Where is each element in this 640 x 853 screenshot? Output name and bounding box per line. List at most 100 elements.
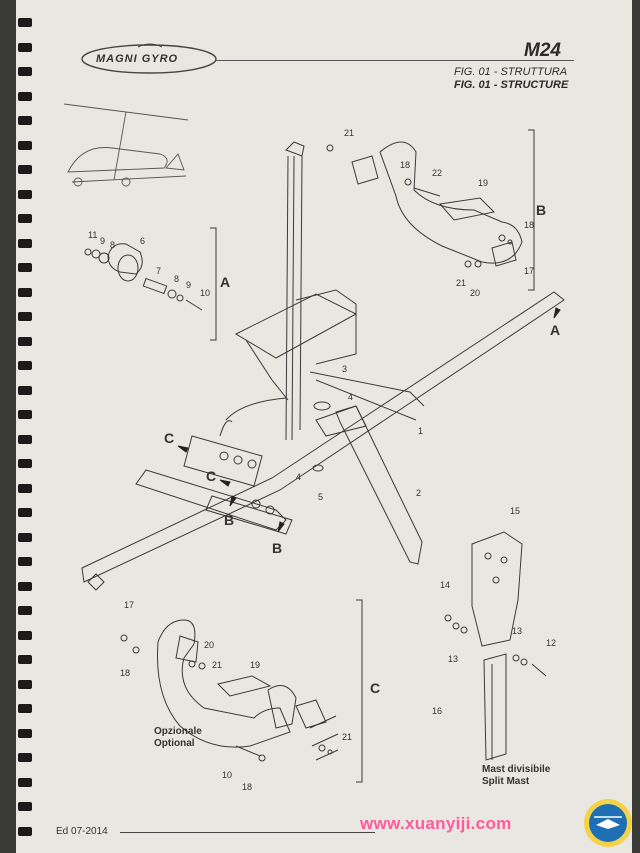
part-number: 9 bbox=[100, 236, 106, 246]
part-number: 18 bbox=[524, 220, 535, 230]
binder-rings bbox=[16, 0, 38, 853]
binder-ring bbox=[18, 165, 32, 174]
keel-beam bbox=[81, 291, 565, 591]
section-letter-a: A bbox=[220, 274, 231, 290]
part-number: 3 bbox=[342, 364, 348, 374]
part-number: 14 bbox=[440, 580, 451, 590]
part-number: 2 bbox=[416, 488, 422, 498]
binder-ring bbox=[18, 287, 32, 297]
binder-ring bbox=[18, 67, 32, 76]
binder-ring bbox=[18, 336, 32, 346]
footer-rule bbox=[120, 832, 375, 833]
split-mast-note-english: Split Mast bbox=[482, 776, 530, 787]
binder-ring bbox=[18, 826, 32, 836]
part-number: 18 bbox=[242, 782, 253, 792]
part-number: 10 bbox=[222, 770, 233, 780]
site-badge-icon bbox=[584, 799, 632, 847]
part-number: 21 bbox=[456, 278, 467, 288]
part-number: 21 bbox=[342, 732, 353, 742]
part-number: 17 bbox=[124, 600, 135, 610]
manual-page: MAGNI GYRO M24 FIG. 01 - STRUTTURA FIG. … bbox=[16, 0, 632, 853]
figure-title-italian: FIG. 01 - STRUTTURA bbox=[454, 66, 568, 78]
part-number: 5 bbox=[318, 492, 324, 502]
watermark-text: www.xuanyiji.com bbox=[360, 814, 512, 833]
part-number: 10 bbox=[200, 288, 211, 298]
binder-ring bbox=[18, 18, 32, 27]
binder-ring bbox=[18, 91, 32, 101]
part-number: 9 bbox=[186, 280, 192, 290]
part-number: 8 bbox=[110, 240, 116, 250]
binder-ring bbox=[18, 459, 32, 468]
part-number: 15 bbox=[510, 506, 521, 516]
section-letter-b: B bbox=[224, 512, 235, 528]
part-number: 7 bbox=[156, 266, 162, 276]
part-number: 19 bbox=[250, 660, 261, 670]
binder-ring bbox=[18, 630, 32, 640]
binder-ring bbox=[18, 483, 32, 493]
part-number: 18 bbox=[400, 160, 411, 170]
seat-belt-optional bbox=[120, 619, 339, 762]
part-number: 19 bbox=[478, 178, 489, 188]
axle-beam bbox=[135, 435, 293, 535]
section-letter-c: C bbox=[164, 430, 175, 446]
binder-ring bbox=[18, 532, 32, 542]
part-number: 8 bbox=[174, 274, 180, 284]
binder-ring bbox=[18, 385, 32, 395]
header-rule bbox=[216, 60, 574, 61]
binder-ring bbox=[18, 140, 32, 150]
binder-ring bbox=[18, 557, 32, 566]
binder-ring bbox=[18, 410, 32, 419]
section-letter-c: C bbox=[370, 680, 381, 696]
part-number: 12 bbox=[546, 638, 557, 648]
binder-ring bbox=[18, 802, 32, 811]
binder-ring bbox=[18, 189, 32, 199]
binder-ring bbox=[18, 116, 32, 125]
part-number: 13 bbox=[512, 626, 523, 636]
part-number: 18 bbox=[120, 668, 131, 678]
part-number: 16 bbox=[432, 706, 443, 716]
brand-logo bbox=[81, 43, 217, 74]
part-number: 21 bbox=[212, 660, 223, 670]
binder-ring bbox=[18, 581, 32, 591]
brand-logo-text: MAGNI GYRO bbox=[96, 53, 179, 65]
section-letter-c: C bbox=[206, 468, 217, 484]
model-title: M24 bbox=[524, 40, 561, 61]
binder-ring bbox=[18, 777, 32, 787]
part-number: 20 bbox=[204, 640, 215, 650]
split-mast-note: Mast divisibile Split Mast bbox=[482, 764, 550, 788]
edition-label: Ed 07-2014 bbox=[56, 826, 108, 837]
split-mast bbox=[444, 531, 547, 761]
part-number: 13 bbox=[448, 654, 459, 664]
figure-title-english: FIG. 01 - STRUCTURE bbox=[454, 79, 569, 91]
optional-note: Opzionale Optional bbox=[154, 726, 202, 750]
binder-ring bbox=[18, 679, 32, 689]
part-number: 17 bbox=[524, 266, 535, 276]
binder-ring bbox=[18, 655, 32, 664]
section-letter-b: B bbox=[536, 202, 547, 218]
part-number: 1 bbox=[418, 426, 424, 436]
section-letter-a: A bbox=[550, 322, 561, 338]
binder-ring bbox=[18, 728, 32, 738]
roller-assembly bbox=[84, 243, 203, 311]
binder-ring bbox=[18, 312, 32, 321]
part-number: 20 bbox=[470, 288, 481, 298]
mast-frame bbox=[219, 141, 358, 441]
split-mast-note-italian: Mast divisibile bbox=[482, 764, 551, 775]
binder-ring bbox=[18, 361, 32, 370]
part-number: 4 bbox=[348, 392, 354, 402]
rear-support-leg bbox=[312, 401, 423, 565]
binder-ring bbox=[18, 263, 32, 272]
bracket-a-left bbox=[210, 227, 217, 341]
bracket-b-right bbox=[528, 129, 535, 291]
gyro-thumbnail bbox=[63, 103, 189, 187]
binder-ring bbox=[18, 238, 32, 248]
optional-note-english: Optional bbox=[154, 738, 195, 749]
binder-ring bbox=[18, 753, 32, 762]
part-number: 11 bbox=[88, 230, 98, 240]
part-number: 21 bbox=[344, 128, 355, 138]
seat-belt-top bbox=[326, 141, 523, 268]
binder-ring bbox=[18, 508, 32, 517]
part-number: 6 bbox=[140, 236, 146, 246]
binder-ring bbox=[18, 214, 32, 223]
section-letter-b: B bbox=[272, 540, 283, 556]
